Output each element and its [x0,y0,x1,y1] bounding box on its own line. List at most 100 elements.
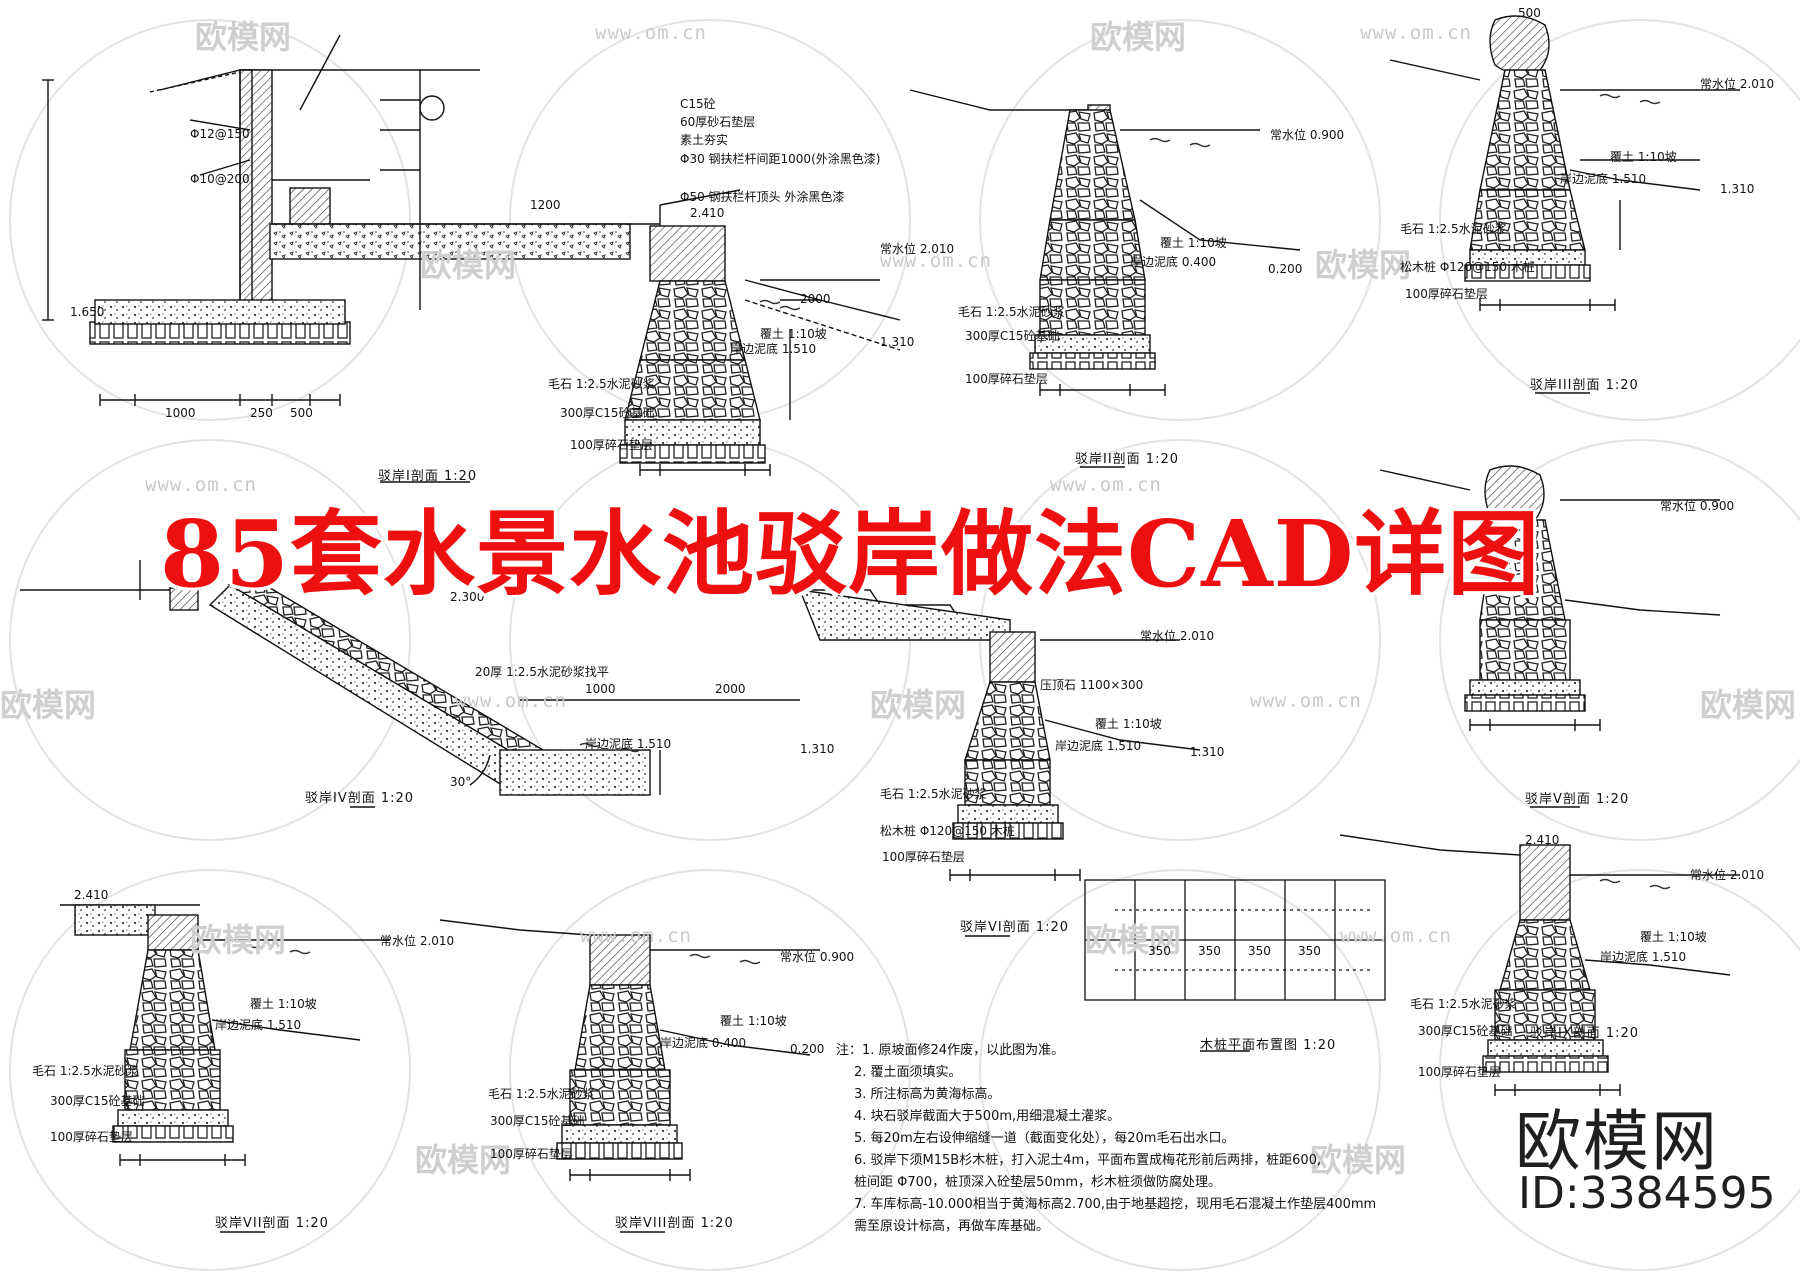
section-ii-drawing [619,189,901,476]
note-line: 4. 块石驳岸截面大于500m,用细混凝土灌浆。 [854,1109,1121,1124]
label-water-0900-b: 常水位 0.900 [1660,499,1735,513]
label-100c-f: 100厚碎石垫层 [490,1147,573,1161]
label-0200-f: 0.200 [790,1042,825,1056]
label-0400-b: 岸边泥底 0.400 [1130,255,1217,269]
section-iii-title: 驳岸III剖面 1:20 [1530,378,1639,393]
label-water-0900-a: 常水位 0.900 [1270,128,1345,142]
label-2410-x: 2.410 [1525,833,1560,847]
label-stone-b: 毛石 1:2.5水泥砂浆 [958,305,1065,319]
watermark-logo-8: 欧模网 [190,921,287,959]
label-water-2010-b: 常水位 2.010 [1700,77,1775,91]
label-1000-i: 1000 [165,406,196,420]
label-2000-a: 2000 [800,292,831,306]
note-line: 5. 每20m左右设伸缩缝一道（截面变化处），每20m毛石出水口。 [854,1131,1235,1146]
label-300c-b: 300厚C15砼基础 [965,329,1060,343]
note-line: 3. 所注标高为黄海标高。 [854,1087,1001,1102]
label-water-2010-x: 常水位 2.010 [1690,868,1765,882]
section-ix-drawing [439,919,820,1181]
section-iii-drawing [909,89,1301,396]
section-x-drawing [1339,834,1740,1096]
label-pave: 20厚 1:2.5水泥砂浆找平 [475,665,609,679]
label-1510-e: 岸边泥底 1.510 [215,1018,302,1032]
label-100c-b: 100厚碎石垫层 [965,372,1048,386]
label-water-2010-e: 常水位 2.010 [380,934,455,948]
label-500-i: 500 [290,406,313,420]
watermark-site-1: www.om.cn [595,22,707,44]
pile-plan-title: 木桩平面布置图 1:20 [1200,1038,1337,1053]
label-1510-c: 岸边泥底 1.510 [1560,172,1647,186]
label-1650: 1.650 [70,305,105,319]
label-pile-c: 松木桩 Φ120@150 木桩 [1400,260,1535,274]
watermark-site-9: www.om.cn [1340,925,1452,947]
label-cover-d: 覆土 1:10坡 [1095,717,1162,731]
watermark-site-7: www.om.cn [1250,690,1362,712]
label-cover-a: 覆土 1:10坡 [760,327,827,341]
label-cover-b: 覆土 1:10坡 [1160,236,1227,250]
section-v-drawing [20,560,800,796]
label-100c-d: 100厚碎石垫层 [882,850,965,864]
label-350-b: 350 [1198,944,1221,958]
section-vi-drawing [798,589,1201,881]
label-100c-a: 100厚碎石垫层 [570,438,653,452]
note-line: 注：1. 原坡面修24作废，以此图为准。 [836,1043,1065,1058]
label-soil: 素土夯实 [680,133,729,147]
label-1510-a: 岸边泥底 1.510 [730,342,817,356]
pile-plan-drawing [1084,879,1386,1001]
watermark-site-5: www.om.cn [1050,474,1162,496]
label-300c-a: 300厚C15砼基础 [560,406,655,420]
label-cover-c: 覆土 1:10坡 [1610,150,1677,164]
label-cover-f: 覆土 1:10坡 [720,1014,787,1028]
brand-logo: 欧模网 [1515,1103,1719,1180]
label-1310-a: 1.310 [880,335,915,349]
watermark-site-4: www.om.cn [145,474,257,496]
section-vii-title: 驳岸VII剖面 1:20 [215,1216,329,1231]
label-stone-c: 毛石 1:2.5水泥砂浆 [1400,222,1507,236]
watermark-circles [9,19,1800,1271]
watermark-logo-9: 欧模网 [1085,921,1182,959]
label-300c-x: 300厚C15砼基础 [1418,1024,1513,1038]
label-stone-x: 毛石 1:2.5水泥砂浆 [1410,997,1517,1011]
section-v-title: 驳岸V剖面 1:20 [1525,792,1630,807]
label-100c-e: 100厚碎石垫层 [50,1130,133,1144]
headline: 85套水景水池驳岸做法CAD详图 [160,500,1541,608]
note-line: 6. 驳岸下须M15B杉木桩，打入泥土4m，平面布置成梅花形前后两排，桩距600… [854,1153,1322,1168]
label-0400-f: 岸边泥底 0.400 [660,1036,747,1050]
watermark-logo-6: 欧模网 [870,686,967,724]
section-viii-drawing [60,904,390,1166]
label-plate: 60厚砂石垫层 [680,115,756,129]
note-line: 7. 车库标高-10.000相当于黄海标高2.700,由于地基超挖，现用毛石混凝… [854,1197,1377,1212]
label-2000-v: 2000 [715,682,746,696]
label-stone-d: 毛石 1:2.5水泥砂浆 [880,787,987,801]
note-line: 2. 覆土面须填实。 [854,1065,962,1080]
label-c15: C15砼 [680,97,716,111]
title-underlines [220,392,1590,1233]
label-cover-x: 覆土 1:10坡 [1640,930,1707,944]
label-cover-e: 覆土 1:10坡 [250,997,317,1011]
watermark-site-6: www.om.cn [455,690,567,712]
notes-block: 注：1. 原坡面修24作废，以此图为准。 2. 覆土面须填实。 3. 所注标高为… [836,1040,1396,1238]
label-500-c: 500 [1518,6,1541,20]
label-350-c: 350 [1248,944,1271,958]
label-100c-x: 100厚碎石垫层 [1418,1065,1501,1079]
label-cap-d: 压顶石 1100×300 [1040,678,1144,692]
section-i-drawing [42,34,660,406]
label-1310-c: 1.310 [1720,182,1755,196]
label-stone-f: 毛石 1:2.5水泥砂浆 [488,1087,595,1101]
watermark-logo-7: 欧模网 [1700,686,1797,724]
label-d1: Φ12@150 [190,127,250,141]
label-300c-e: 300厚C15砼基础 [50,1094,145,1108]
watermark-logo-2: 欧模网 [1090,18,1187,56]
label-pile-d: 松木桩 Φ120@150 木桩 [880,824,1015,838]
label-1310-d: 1.310 [1190,745,1225,759]
label-1510-d: 岸边泥底 1.510 [1055,739,1142,753]
label-d2: Φ10@200 [190,172,250,186]
label-1510-v: 岸边泥底 1.510 [585,737,672,751]
watermark-logo-11: 欧模网 [1310,1141,1407,1179]
label-350-a: 350 [1148,944,1171,958]
label-stone-e: 毛石 1:2.5水泥砂浆 [32,1064,139,1078]
label-2300: 2.300 [450,590,485,604]
section-vi-title: 驳岸VI剖面 1:20 [960,920,1070,935]
section-iv-drawing [1389,15,1740,311]
note-line: 需至原设计标高，再做车库基础。 [854,1219,1050,1234]
